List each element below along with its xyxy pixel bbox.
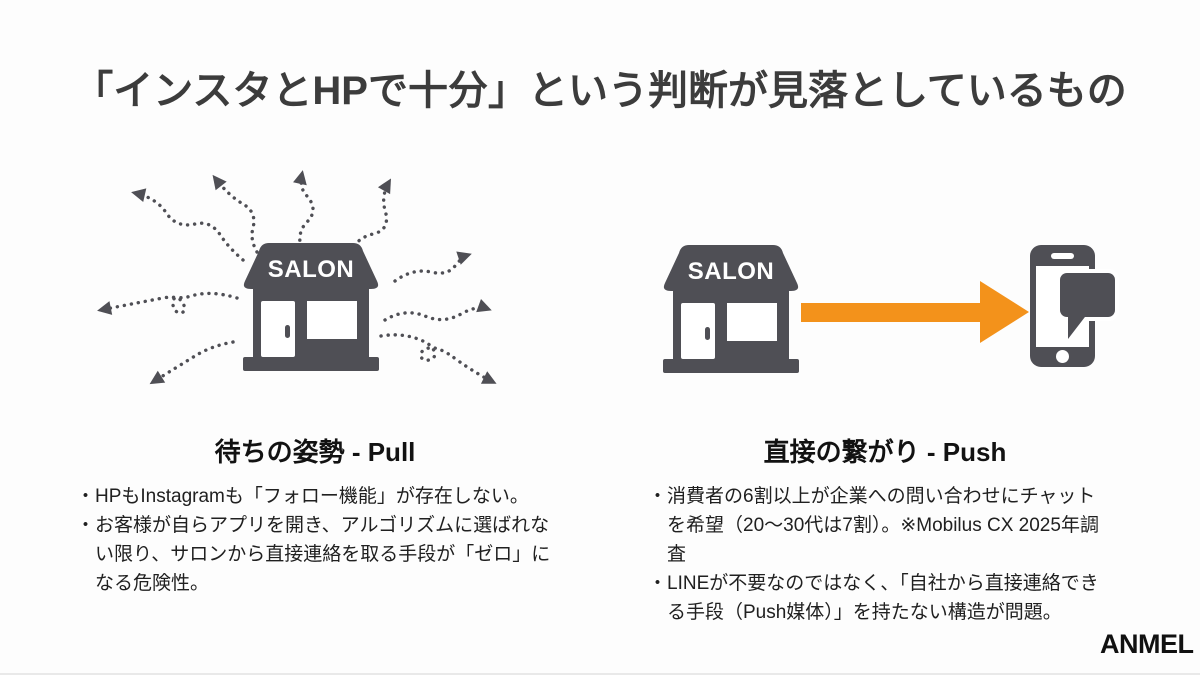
push-illustration: SALON (663, 245, 1119, 373)
salon-store-icon: SALON (243, 243, 379, 371)
dashed-arrow-icon (131, 188, 245, 262)
list-item: ・お客様が自らアプリを開き、アルゴリズムに選ばれない限り、サロンから直接連絡を取… (76, 515, 551, 594)
list-item: ・消費者の6割以上が企業への問い合わせにチャットを希望（20〜30代は7割）。※… (648, 486, 1099, 565)
smartphone-icon (1030, 245, 1119, 367)
chat-bubble-icon (1056, 269, 1119, 346)
salon-store-icon: SALON (663, 245, 799, 373)
scatter-dashed-arrows (97, 170, 497, 385)
page-title: 「インスタとHPで十分」という判断が見落としているもの (73, 69, 1127, 113)
push-arrow-icon (801, 281, 1029, 343)
dashed-arrow-icon (97, 291, 239, 315)
store-sign-label: SALON (688, 258, 775, 285)
dashed-arrow-icon (393, 251, 472, 283)
push-bullet-list: ・消費者の6割以上が企業への問い合わせにチャットを希望（20〜30代は7割）。※… (648, 482, 1112, 627)
anmel-logo: ANMEL (1100, 629, 1194, 659)
bottom-edge-line (0, 673, 1200, 675)
list-item: ・HPもInstagramも「フォロー機能」が存在しない。 (76, 486, 529, 507)
pull-bullet-list: ・HPもInstagramも「フォロー機能」が存在しない。 ・お客様が自らアプリ… (76, 482, 556, 598)
pull-heading: 待ちの姿勢 - Pull (214, 437, 416, 467)
list-item: ・LINEが不要なのではなく、「自社から直接連絡できる手段（Push媒体）」を持… (648, 573, 1099, 623)
dashed-arrow-icon (383, 299, 492, 322)
dashed-arrow-icon (379, 333, 497, 384)
dashed-arrow-icon (212, 174, 263, 260)
pull-illustration: SALON (97, 170, 497, 385)
dashed-arrow-icon (293, 170, 315, 256)
push-heading: 直接の繋がり - Push (763, 437, 1007, 467)
store-sign-label: SALON (268, 256, 355, 283)
dashed-arrow-icon (149, 340, 235, 385)
